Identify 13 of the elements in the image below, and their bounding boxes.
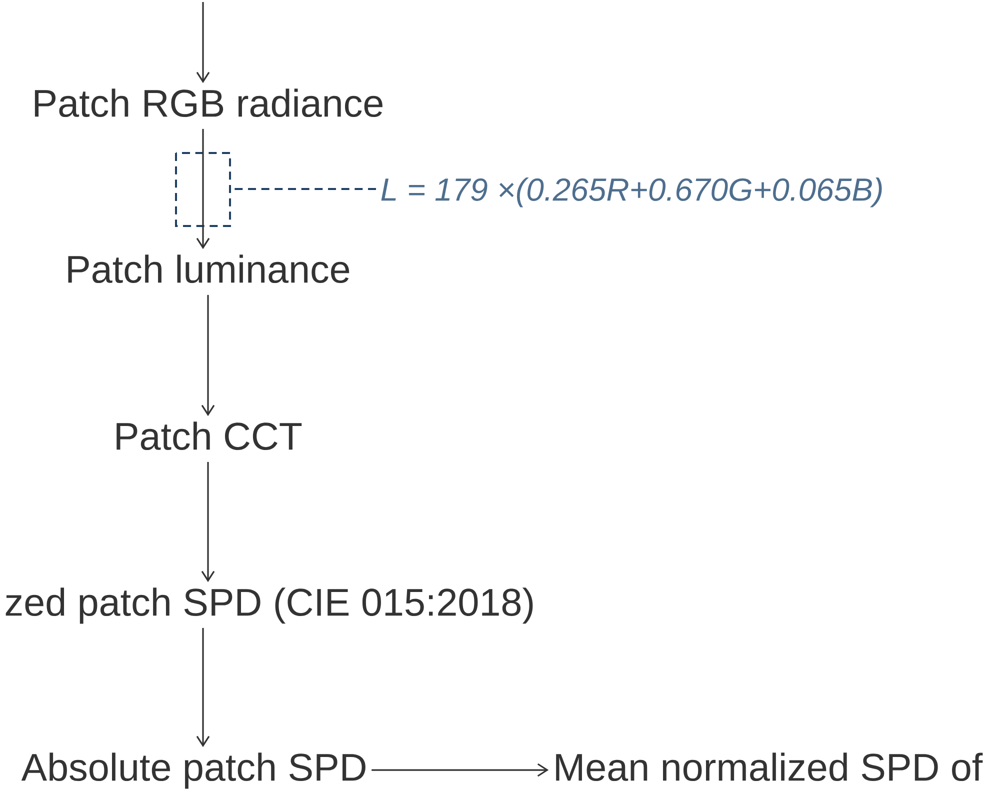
step-label: Patch CCT <box>116 422 302 450</box>
arrow <box>201 462 215 582</box>
step-label: Patch luminance <box>68 254 350 284</box>
arrow <box>196 2 210 84</box>
arrow <box>196 628 210 748</box>
step-label: Mean normalized SPD of <box>556 752 983 782</box>
arrow <box>201 294 215 416</box>
step-label: zed patch SPD (CIE 015:2018) <box>6 588 533 624</box>
formula-label: L = 179 ×(0.265R+0.670G+0.065B) <box>381 177 882 208</box>
step-label: Patch RGB radiance <box>34 88 382 118</box>
step-label: Absolute patch SPD <box>21 752 366 789</box>
arrow <box>372 763 549 777</box>
arrow <box>196 128 210 250</box>
